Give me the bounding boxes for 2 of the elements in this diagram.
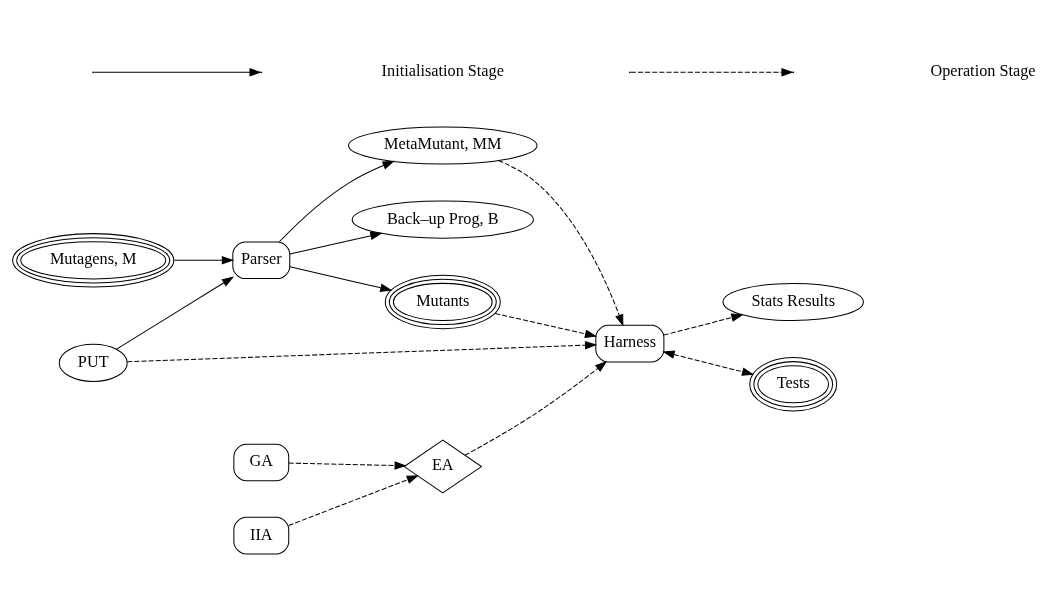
legend-label: Initialisation Stage — [381, 62, 504, 81]
legend-label: Operation Stage — [930, 62, 1036, 81]
